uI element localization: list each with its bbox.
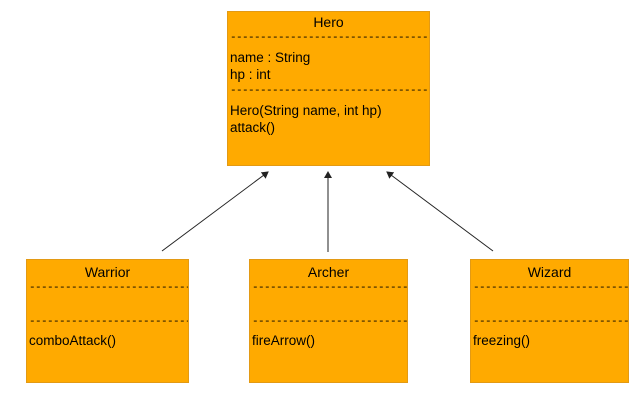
hero-method-constructor: Hero(String name, int hp) bbox=[230, 103, 382, 118]
warrior-class-box: Warrior --------------------------------… bbox=[26, 259, 189, 383]
wizard-class-name: Wizard bbox=[527, 264, 572, 280]
warrior-to-hero-arrow bbox=[161, 171, 269, 252]
hero-class-name: Hero bbox=[313, 14, 344, 30]
wizard-class-box: Wizard ------------------------------ --… bbox=[470, 259, 629, 383]
hero-attribute-hp: hp : int bbox=[230, 67, 271, 82]
archer-methods: fireArrow() bbox=[250, 332, 407, 349]
warrior-method-combo-attack: comboAttack() bbox=[29, 333, 117, 348]
archer-class-name: Archer bbox=[307, 264, 350, 280]
hero-attributes: name : String hp : int bbox=[228, 49, 429, 83]
archer-separator-2: ------------------------------ bbox=[252, 316, 407, 328]
hero-attribute-name: name : String bbox=[230, 50, 311, 65]
wizard-separator-1: ------------------------------ bbox=[473, 282, 628, 294]
wizard-methods: freezing() bbox=[471, 332, 628, 349]
wizard-to-hero-arrow bbox=[386, 171, 494, 252]
hero-methods: Hero(String name, int hp) attack() bbox=[228, 102, 429, 136]
wizard-separator-2: ------------------------------ bbox=[473, 316, 628, 328]
hero-class-box: Hero -----------------------------------… bbox=[227, 11, 430, 166]
archer-method-fire-arrow: fireArrow() bbox=[252, 333, 315, 348]
hero-separator-1: ----------------------------------------… bbox=[230, 32, 429, 44]
warrior-separator-2: -------------------------------- bbox=[29, 316, 188, 328]
warrior-class-name: Warrior bbox=[84, 264, 131, 280]
warrior-separator-1: -------------------------------- bbox=[29, 282, 188, 294]
hero-separator-2: ----------------------------------------… bbox=[230, 85, 429, 97]
wizard-method-freezing: freezing() bbox=[473, 333, 531, 348]
archer-separator-1: ------------------------------ bbox=[252, 282, 407, 294]
archer-class-box: Archer ------------------------------ --… bbox=[249, 259, 408, 383]
warrior-methods: comboAttack() bbox=[27, 332, 188, 349]
hero-method-attack: attack() bbox=[230, 120, 276, 135]
